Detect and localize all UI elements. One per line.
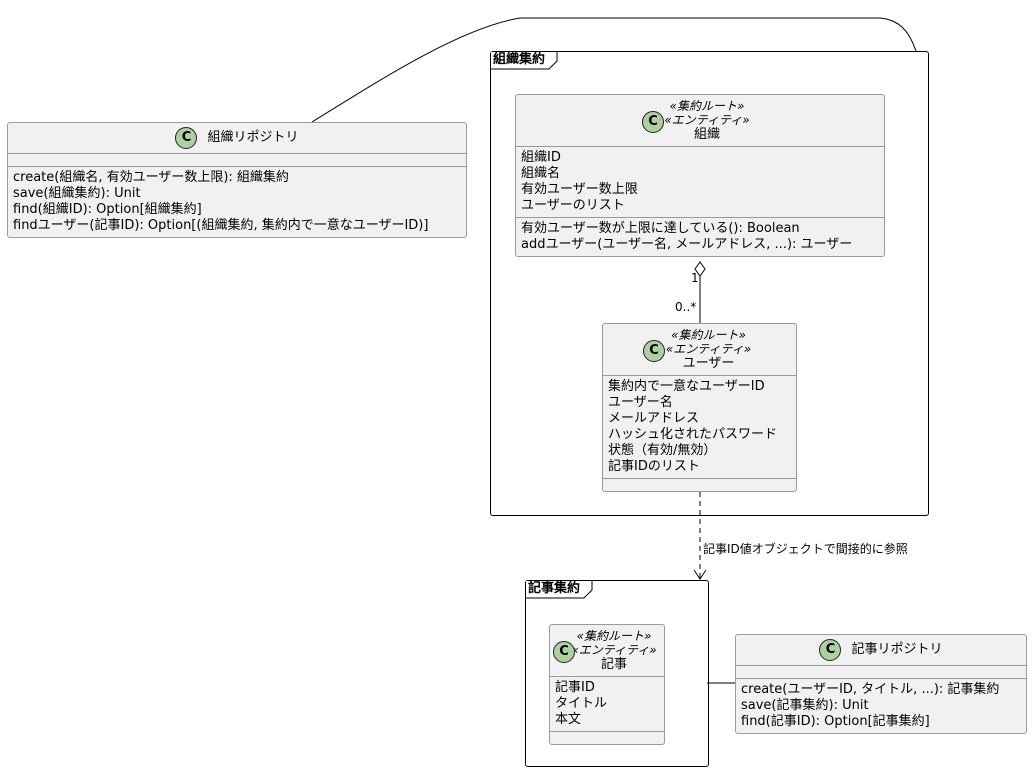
class-header: C 組織リポジトリ — [8, 123, 466, 153]
class-fields-section: 組織ID 組織名 有効ユーザー数上限 ユーザーのリスト — [516, 146, 884, 217]
article-repository-class[interactable]: C 記事リポジトリ create(ユーザーID, タイトル, ...): 記事集… — [735, 634, 1027, 734]
class-methods-section — [550, 731, 664, 744]
method-find: find(記事ID): Option[記事集約] — [741, 714, 930, 729]
field-email: メールアドレス — [608, 411, 700, 426]
class-fields-section — [736, 665, 1026, 678]
class-fields-section — [8, 153, 466, 166]
field-org-name: 組織名 — [521, 166, 561, 181]
class-c-icon: C — [643, 340, 665, 362]
method-create: create(ユーザーID, タイトル, ...): 記事集約 — [741, 682, 1000, 697]
article-class[interactable]: C «集約ルート» «エンティティ» 記事 記事ID タイトル 本文 — [549, 624, 665, 745]
org-repository-class[interactable]: C 組織リポジトリ create(組織名, 有効ユーザー数上限): 組織集約 s… — [7, 122, 467, 238]
method-add-user: addユーザー(ユーザー名, メールアドレス, ...): ユーザー — [521, 237, 853, 252]
organization-class[interactable]: C «集約ルート» «エンティティ» 組織 組織ID 組織名 有効ユーザー数上限… — [515, 94, 885, 257]
class-header: C «集約ルート» «エンティティ» 記事 — [550, 625, 664, 676]
multiplicity-user-side: 0..* — [675, 300, 697, 314]
field-org-id: 組織ID — [521, 150, 561, 165]
field-body: 本文 — [555, 712, 582, 727]
class-fields-section: 集約内で一意なユーザーID ユーザー名 メールアドレス ハッシュ化されたパスワー… — [603, 375, 796, 478]
org-aggregate-frame-title: 組織集約 — [491, 52, 560, 69]
method-find-user: findユーザー(記事ID): Option[(組織集約, 集約内で一意なユーザ… — [13, 218, 429, 233]
class-c-icon: C — [642, 111, 664, 133]
class-header: C 記事リポジトリ — [736, 635, 1026, 665]
aggregation-diamond-icon — [694, 261, 706, 277]
class-c-icon: C — [819, 639, 842, 661]
method-limit-reached: 有効ユーザー数が上限に達している(): Boolean — [521, 221, 800, 236]
article-aggregate-frame: 記事集約 — [525, 580, 709, 767]
method-save: save(記事集約): Unit — [741, 698, 869, 713]
class-methods-section: create(組織名, 有効ユーザー数上限): 組織集約 save(組織集約):… — [8, 166, 466, 237]
class-name: 記事リポジトリ — [851, 642, 943, 657]
user-class[interactable]: C «集約ルート» «エンティティ» ユーザー 集約内で一意なユーザーID ユー… — [602, 323, 797, 492]
field-article-id: 記事ID — [555, 680, 595, 695]
class-name: ユーザー — [682, 356, 735, 371]
method-save: save(組織集約): Unit — [13, 186, 141, 201]
class-methods-section — [603, 478, 796, 491]
method-find: find(組織ID): Option[組織集約] — [13, 202, 202, 217]
field-user-list: ユーザーのリスト — [521, 198, 625, 213]
field-user-id: 集約内で一意なユーザーID — [608, 379, 765, 394]
class-header: C «集約ルート» «エンティティ» 組織 — [516, 95, 884, 146]
org-repo-association-line — [311, 17, 917, 123]
class-header: C «集約ルート» «エンティティ» ユーザー — [603, 324, 796, 375]
stereotype-aggregate-root: «集約ルート» — [669, 99, 745, 113]
stereotype-aggregate-root: «集約ルート» — [671, 328, 746, 342]
field-user-name: ユーザー名 — [608, 395, 673, 410]
field-status: 状態（有効/無効） — [608, 443, 717, 458]
stereotype-entity: «エンティティ» — [665, 342, 752, 356]
class-c-icon: C — [175, 127, 198, 149]
org-aggregate-frame: 組織集約 — [490, 51, 929, 516]
stereotype-entity: «エンティティ» — [571, 643, 657, 657]
stereotype-entity: «エンティティ» — [664, 113, 750, 127]
multiplicity-org-side: 1 — [691, 271, 699, 285]
class-methods-section: create(ユーザーID, タイトル, ...): 記事集約 save(記事集… — [736, 678, 1026, 733]
class-name: 組織 — [693, 127, 720, 142]
frame-tab-outline — [526, 581, 593, 599]
class-methods-section: 有効ユーザー数が上限に達している(): Boolean addユーザー(ユーザー… — [516, 217, 884, 256]
field-title: タイトル — [555, 696, 608, 711]
field-article-id-list: 記事IDのリスト — [608, 459, 700, 474]
field-user-limit: 有効ユーザー数上限 — [521, 182, 638, 197]
method-create: create(組織名, 有効ユーザー数上限): 組織集約 — [13, 170, 289, 185]
stereotype-aggregate-root: «集約ルート» — [576, 629, 652, 643]
article-aggregate-frame-title: 記事集約 — [526, 581, 595, 598]
class-name: 組織リポジトリ — [207, 130, 299, 145]
dependency-label: 記事ID値オブジェクトで間接的に参照 — [703, 542, 908, 556]
field-password-hash: ハッシュ化されたパスワード — [608, 427, 778, 442]
dependency-arrowhead-icon — [693, 569, 707, 580]
frame-tab-outline — [491, 52, 558, 70]
class-c-icon: C — [553, 641, 575, 663]
class-fields-section: 記事ID タイトル 本文 — [550, 676, 664, 731]
class-name: 記事 — [600, 657, 627, 672]
